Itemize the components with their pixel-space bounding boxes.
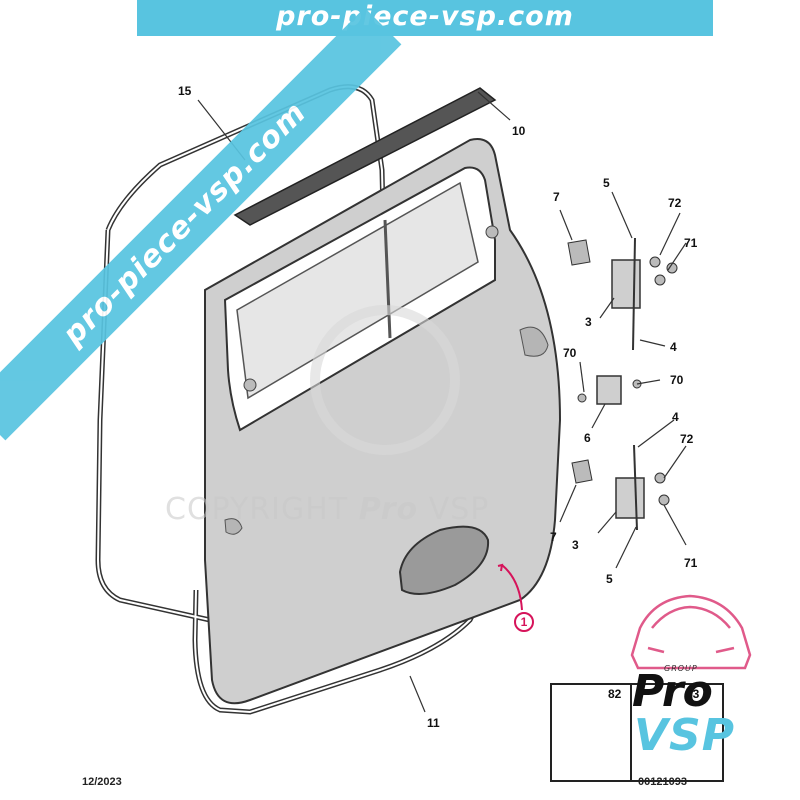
callout-15: 15: [178, 84, 192, 98]
inset-parts-box: 82 83: [550, 683, 724, 782]
callout-4-lower: 4: [672, 410, 679, 424]
belt-strip-part-10: [233, 87, 497, 226]
watermark-circle: [310, 305, 460, 455]
leader-lines: [197, 91, 687, 713]
logo-car-icon: [630, 594, 752, 670]
callout-72-upper: 72: [668, 196, 682, 210]
copyright-text: COPYRIGHT: [165, 492, 349, 527]
door-handle-recess: [398, 525, 490, 595]
logo-vsp-text: VSP: [634, 710, 735, 761]
banner-text: pro-piece-vsp.com: [276, 1, 574, 32]
callout-7-upper: 7: [553, 190, 560, 204]
callout-72-lower: 72: [680, 432, 694, 446]
callout-71-lower: 71: [684, 556, 698, 570]
copyright-watermark: COPYRIGHT Pro VSP: [165, 492, 489, 527]
callout-70-right: 70: [670, 373, 684, 387]
header-banner: pro-piece-vsp.com: [137, 0, 713, 36]
bump-stop-lower: [571, 459, 593, 484]
copyright-brand-pro: Pro: [358, 492, 419, 527]
upper-hinge-assembly: [611, 237, 678, 351]
callout-71-upper: 71: [684, 236, 698, 250]
callout-3-lower: 3: [572, 538, 579, 552]
callout-7-lower: 7: [550, 530, 557, 544]
inset-divider: [630, 685, 632, 780]
logo-pro-text: Pro: [632, 666, 713, 717]
inset-label-83: 83: [686, 687, 700, 701]
date-code: 12/2023: [82, 776, 122, 788]
lower-hinge-assembly: [615, 444, 670, 531]
copyright-brand-vsp: VSP: [428, 492, 490, 527]
callout-3-upper: 3: [585, 315, 592, 329]
inset-label-82: 82: [608, 687, 622, 701]
callout-4-upper: 4: [670, 340, 677, 354]
reference-code: 00121093: [638, 776, 687, 788]
bump-stop-upper: [567, 239, 591, 266]
callout-70-left: 70: [563, 346, 577, 360]
check-strap-assembly: [577, 375, 642, 405]
callout-5-upper: 5: [603, 176, 610, 190]
callout-6: 6: [584, 431, 591, 445]
callout-1: 1: [514, 612, 534, 632]
callout-10: 10: [512, 124, 526, 138]
callout-5-lower: 5: [606, 572, 613, 586]
provsp-logo: GROUP Pro VSP: [620, 590, 770, 780]
callout-11: 11: [427, 716, 440, 730]
logo-group-text: GROUP: [664, 664, 698, 673]
